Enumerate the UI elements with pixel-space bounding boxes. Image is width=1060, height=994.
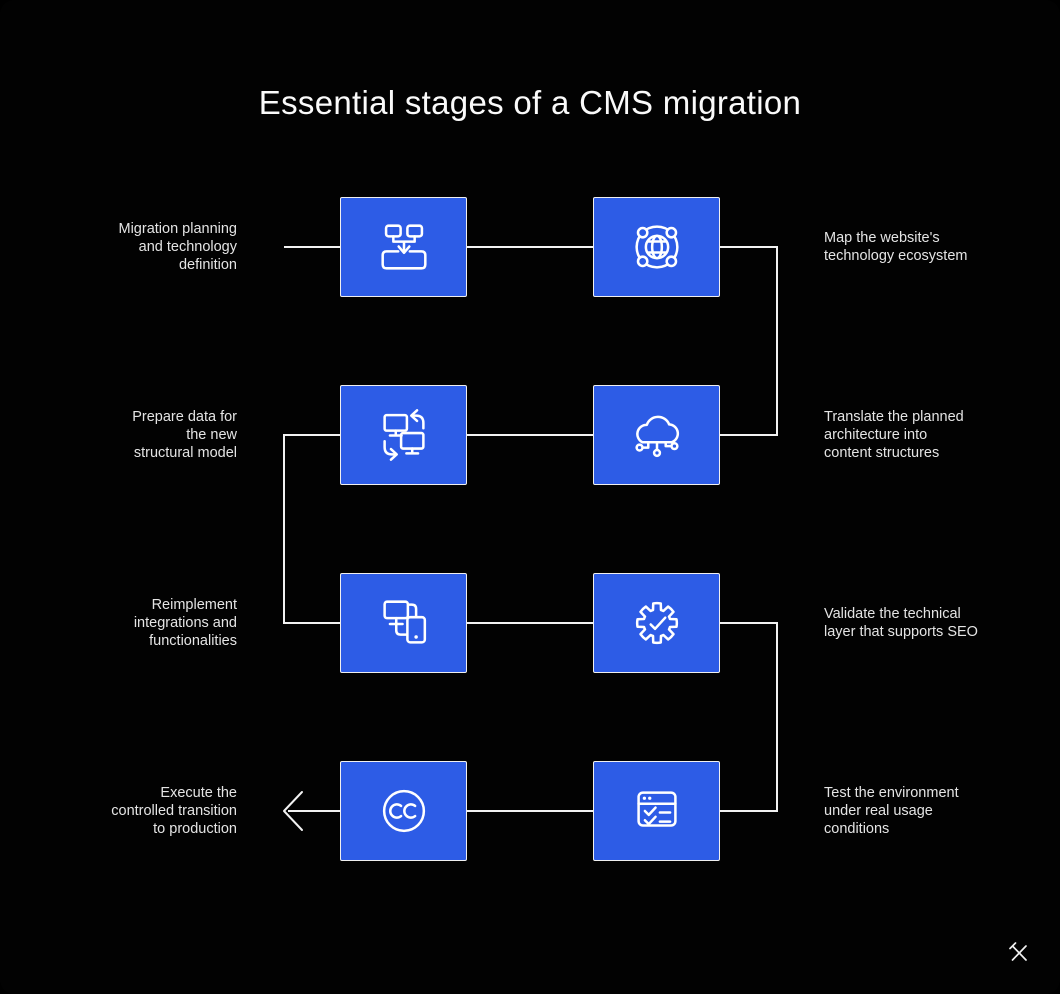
stage-3-left-box <box>340 573 467 673</box>
devices-link-icon <box>382 600 426 644</box>
stage-3-left-label: Reimplement integrations and functionali… <box>133 597 237 649</box>
arrow-left-icon <box>283 791 303 831</box>
cc-circle-icon <box>382 789 425 833</box>
brand-x-logo <box>1009 942 1027 961</box>
gear-check-icon <box>635 601 678 645</box>
stage-2-right-label: Translate the planned architecture into … <box>824 409 964 461</box>
systems-sync-icon <box>382 409 425 461</box>
sitemap-merge-icon <box>380 224 427 270</box>
globe-network-icon <box>634 225 679 269</box>
stage-2-right-box <box>593 385 720 485</box>
stage-1-right-box <box>593 197 720 297</box>
stage-1-left-label: Migration planning and technology defini… <box>118 221 238 273</box>
page-title: Essential stages of a CMS migration <box>258 84 802 121</box>
stage-4-left-box <box>340 761 467 861</box>
connector-lines <box>283 246 778 812</box>
checklist-window-icon <box>636 791 677 827</box>
stage-1-left-box <box>340 197 467 297</box>
stage-4-left-label: Execute the controlled transition to pro… <box>111 785 237 837</box>
stage-4-right-label: Test the environment under real usage co… <box>824 785 959 837</box>
stage-2-left-label: Prepare data for the new structural mode… <box>132 409 237 461</box>
stage-4-right-box <box>593 761 720 861</box>
stage-2-left-box <box>340 385 467 485</box>
stage-1-right-label: Map the website's technology ecosystem <box>824 230 968 264</box>
stage-3-right-box <box>593 573 720 673</box>
stage-3-right-label: Validate the technical layer that suppor… <box>824 606 978 640</box>
cloud-nodes-icon <box>634 415 679 458</box>
